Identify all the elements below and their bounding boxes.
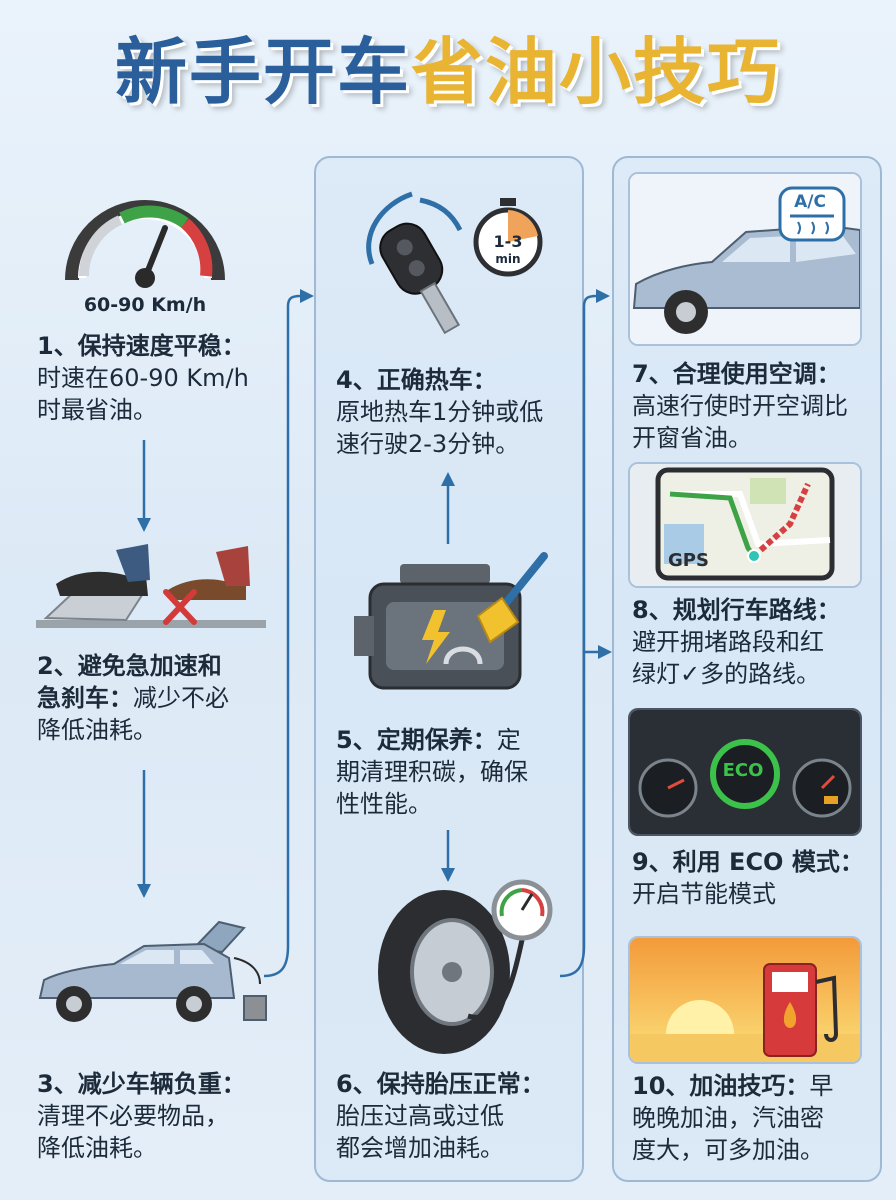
tip-4-line1: 原地热车1分钟或低 bbox=[336, 398, 544, 426]
title-part2: 省油小技巧 bbox=[411, 30, 782, 114]
ac-label: A/C bbox=[794, 192, 826, 212]
tip-4-line2: 速行驶2-3分钟。 bbox=[336, 430, 520, 458]
tip-1-line2: 时最省油。 bbox=[37, 396, 157, 424]
eco-label: ECO bbox=[722, 760, 764, 781]
timer-icon bbox=[472, 196, 544, 280]
connector-3-4 bbox=[262, 286, 314, 986]
tip-2-heading: 2、避免急加速和 bbox=[37, 652, 222, 680]
connector-to-8 bbox=[584, 644, 612, 660]
tip-8-line1: 避开拥堵路段和红 bbox=[632, 628, 824, 656]
fuel-pump-card bbox=[628, 936, 862, 1064]
tip-4-heading: 4、正确热车： bbox=[336, 366, 497, 394]
tip-5-inline: 定 bbox=[496, 726, 521, 754]
ac-car-card bbox=[628, 172, 862, 346]
tip-6-heading: 6、保持胎压正常： bbox=[336, 1070, 545, 1098]
tip-5-heading: 5、定期保养： bbox=[336, 726, 497, 754]
timer-label: 1-3 bbox=[493, 232, 523, 251]
tip-1-heading: 1、保持速度平稳： bbox=[37, 332, 246, 360]
arrow-down-1-2 bbox=[136, 440, 152, 532]
tip-8-heading: 8、规划行车路线： bbox=[632, 596, 841, 624]
speedometer-icon bbox=[60, 168, 230, 293]
page-title: 新手开车省油小技巧 bbox=[0, 22, 896, 122]
gps-label: GPS bbox=[668, 550, 709, 571]
eco-dashboard-card bbox=[628, 708, 862, 836]
car-key-icon bbox=[352, 184, 472, 344]
tip-8-line2: 绿灯✓多的路线。 bbox=[632, 660, 821, 688]
tip-9-heading: 9、利用 ECO 模式： bbox=[632, 848, 864, 876]
tip-10-line2: 度大，可多加油。 bbox=[632, 1136, 824, 1164]
title-part1: 新手开车 bbox=[114, 30, 411, 114]
tip-4: 4、正确热车： 原地热车1分钟或低 速行驶2-3分钟。 bbox=[336, 364, 576, 460]
pedal-icon bbox=[36, 540, 266, 630]
tip-9: 9、利用 ECO 模式： 开启节能模式 bbox=[632, 846, 872, 910]
tip-10-line1: 晚晚加油，汽油密 bbox=[632, 1104, 824, 1132]
arrow-down-5-6 bbox=[440, 830, 456, 882]
tip-3-line2: 降低油耗。 bbox=[37, 1134, 157, 1162]
timer-unit: min bbox=[495, 252, 521, 266]
tip-3: 3、减少车辆负重： 清理不必要物品， 降低油耗。 bbox=[37, 1068, 297, 1164]
tip-7: 7、合理使用空调： 高速行使时开空调比 开窗省油。 bbox=[632, 358, 872, 454]
tip-7-line1: 高速行使时开空调比 bbox=[632, 392, 848, 420]
speedometer-label: 60-90 Km/h bbox=[83, 294, 207, 316]
tip-10-inline: 早 bbox=[809, 1072, 834, 1100]
car-trunk-open-icon bbox=[34, 918, 284, 1033]
tip-6-line1: 胎压过高或过低 bbox=[336, 1102, 504, 1130]
tip-1: 1、保持速度平稳： 时速在60-90 Km/h 时最省油。 bbox=[37, 330, 297, 426]
tip-5-line2: 性性能。 bbox=[336, 790, 432, 818]
tip-10: 10、加油技巧：早 晚晚加油，汽油密 度大，可多加油。 bbox=[632, 1070, 872, 1166]
tip-2: 2、避免急加速和 急刹车：减少不必 降低油耗。 bbox=[37, 650, 297, 746]
tip-6-line2: 都会增加油耗。 bbox=[336, 1134, 504, 1162]
tip-9-line1: 开启节能模式 bbox=[632, 880, 776, 908]
tip-2-inline: 减少不必 bbox=[133, 684, 229, 712]
tip-5: 5、定期保养：定 期清理积碳，确保 性性能。 bbox=[336, 724, 576, 820]
arrow-down-2-3 bbox=[136, 770, 152, 898]
tip-7-line2: 开窗省油。 bbox=[632, 424, 752, 452]
tip-7-heading: 7、合理使用空调： bbox=[632, 360, 841, 388]
tip-5-line1: 期清理积碳，确保 bbox=[336, 758, 528, 786]
connector-6-7 bbox=[558, 286, 612, 986]
tip-2-line1: 急刹车： bbox=[37, 684, 133, 712]
tip-3-heading: 3、减少车辆负重： bbox=[37, 1070, 246, 1098]
tip-6: 6、保持胎压正常： 胎压过高或过低 都会增加油耗。 bbox=[336, 1068, 576, 1164]
engine-icon bbox=[352, 552, 552, 702]
arrow-up-5-4 bbox=[440, 472, 456, 544]
tip-3-line1: 清理不必要物品， bbox=[37, 1102, 229, 1130]
tip-8: 8、规划行车路线： 避开拥堵路段和红 绿灯✓多的路线。 bbox=[632, 594, 872, 690]
gps-map-card bbox=[628, 462, 862, 588]
tip-10-heading: 10、加油技巧： bbox=[632, 1072, 810, 1100]
tire-pressure-icon bbox=[372, 876, 562, 1056]
tip-1-line1: 时速在60-90 Km/h bbox=[37, 364, 249, 392]
tip-2-line2: 降低油耗。 bbox=[37, 716, 157, 744]
